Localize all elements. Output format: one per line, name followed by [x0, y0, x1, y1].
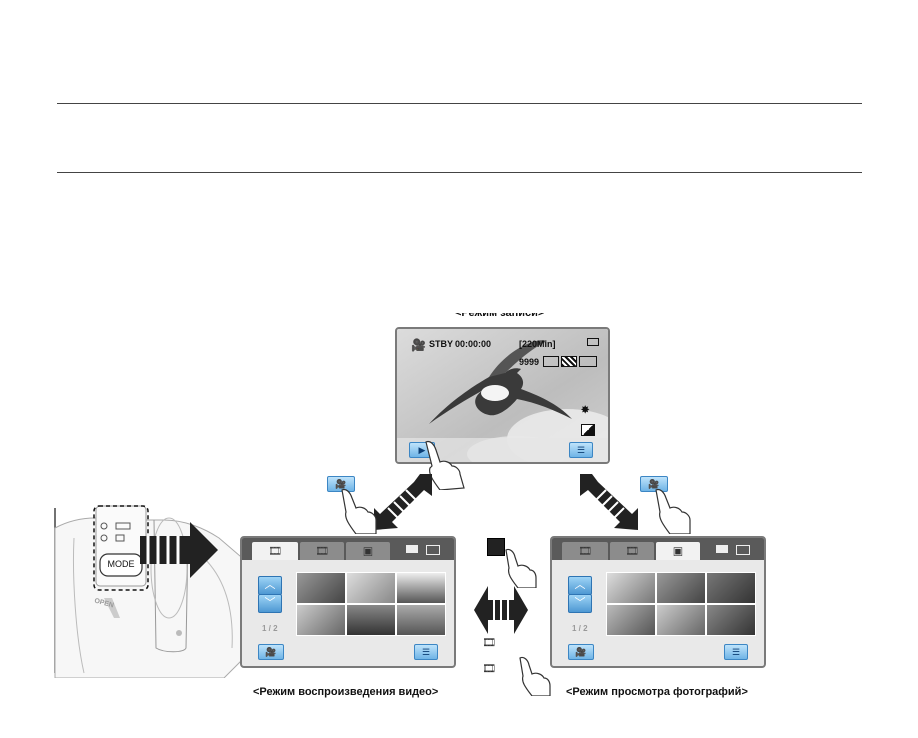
tab-video-sd[interactable]: 🎞 [300, 542, 344, 560]
tab-video-sd[interactable]: 🎞 [610, 542, 654, 560]
photo-icon: ▣ [362, 545, 374, 558]
photo-playback-screen: 🎞 🎞 ▣ ︿ ﹀ 1 / 2 🎥 ☰ [550, 536, 766, 668]
arrow-mode-right [140, 522, 218, 578]
hand-pointer-mid-top [505, 548, 537, 588]
page-indicator: 1 / 2 [262, 624, 278, 633]
menu-button[interactable]: ☰ [414, 644, 438, 660]
hand-pointer-left [341, 488, 377, 534]
battery-icon [426, 545, 440, 555]
video-sd-icon: 🎞 [315, 545, 329, 558]
tab-video-hd[interactable]: 🎞 [252, 542, 298, 560]
video-hd-icon: 🎞 [268, 545, 282, 558]
thumbnail[interactable] [346, 572, 396, 604]
photo-mode-icon [487, 538, 505, 556]
hand-pointer-right [655, 488, 691, 534]
thumbnail[interactable] [706, 572, 756, 604]
thumbnail[interactable] [346, 604, 396, 636]
video-playback-screen: 🎞 🎞 ▣ ︿ ﹀ 1 / 2 🎥 ☰ [240, 536, 456, 668]
photo-icon: ▣ [672, 545, 684, 558]
top-rule [57, 103, 862, 104]
exposure-icon [581, 424, 595, 436]
tab-video-hd[interactable]: 🎞 [562, 542, 608, 560]
record-mode-button[interactable]: 🎥 [258, 644, 284, 660]
thumbnail[interactable] [706, 604, 756, 636]
video-sd-icon: 🎞 [625, 545, 639, 558]
remaining-time: [220Min] [519, 339, 556, 349]
tab-photo[interactable]: ▣ [656, 542, 700, 560]
mode-button[interactable]: MODE [107, 559, 135, 569]
camcorder-button-left[interactable]: 🎥 [327, 476, 355, 492]
scroll-up-button[interactable]: ︿ [568, 576, 592, 595]
thumbnail[interactable] [296, 572, 346, 604]
hand-pointer-top [425, 440, 465, 490]
tab-photo[interactable]: ▣ [346, 542, 390, 560]
record-time: 00:00:00 [455, 339, 492, 349]
arrow-left-right [474, 586, 528, 634]
record-mode-button[interactable]: 🎥 [568, 644, 594, 660]
thumbnail[interactable] [396, 604, 446, 636]
thumbnail[interactable] [656, 604, 706, 636]
hand-pointer-mid-bottom [519, 656, 551, 696]
thumbnail[interactable] [296, 604, 346, 636]
page-indicator: 1 / 2 [572, 624, 588, 633]
scroll-up-button[interactable]: ︿ [258, 576, 282, 595]
video-sd-icon: 🎞 [482, 663, 496, 675]
effect-icon: ✸ [581, 405, 590, 416]
record-mode-screen: 🎥 STBY 00:00:00 [220Min] 9999 ✸ ▶ ☰ [395, 327, 610, 464]
thumbnail[interactable] [606, 572, 656, 604]
caption-photo-playback: <Режим просмотра фотографий> [566, 686, 748, 698]
camcorder-button-right[interactable]: 🎥 [640, 476, 668, 492]
bottom-rule [57, 172, 862, 173]
storage-icon [716, 545, 728, 553]
storage-icon [406, 545, 418, 553]
arrow-video-record [374, 474, 432, 530]
caption-record-mode: <Режим записи> [455, 307, 545, 319]
battery-icon [736, 545, 750, 555]
menu-button[interactable]: ☰ [569, 442, 593, 458]
arrow-photo-record [580, 474, 638, 530]
photo-count: 9999 [519, 357, 540, 367]
video-hd-icon: 🎞 [482, 637, 496, 649]
camcorder-mode-icon: 🎥 [411, 338, 426, 352]
status-standby: STBY [429, 339, 454, 349]
thumbnail[interactable] [656, 572, 706, 604]
video-hd-icon: 🎞 [578, 545, 592, 558]
hd-icon [579, 356, 597, 367]
thumbnail[interactable] [396, 572, 446, 604]
battery-icon [587, 338, 599, 346]
scroll-down-button[interactable]: ﹀ [568, 594, 592, 613]
scroll-down-button[interactable]: ﹀ [258, 594, 282, 613]
resolution-icon [543, 356, 559, 367]
menu-button[interactable]: ☰ [724, 644, 748, 660]
quality-icon [561, 356, 577, 367]
caption-video-playback: <Режим воспроизведения видео> [253, 686, 439, 698]
thumbnail[interactable] [606, 604, 656, 636]
